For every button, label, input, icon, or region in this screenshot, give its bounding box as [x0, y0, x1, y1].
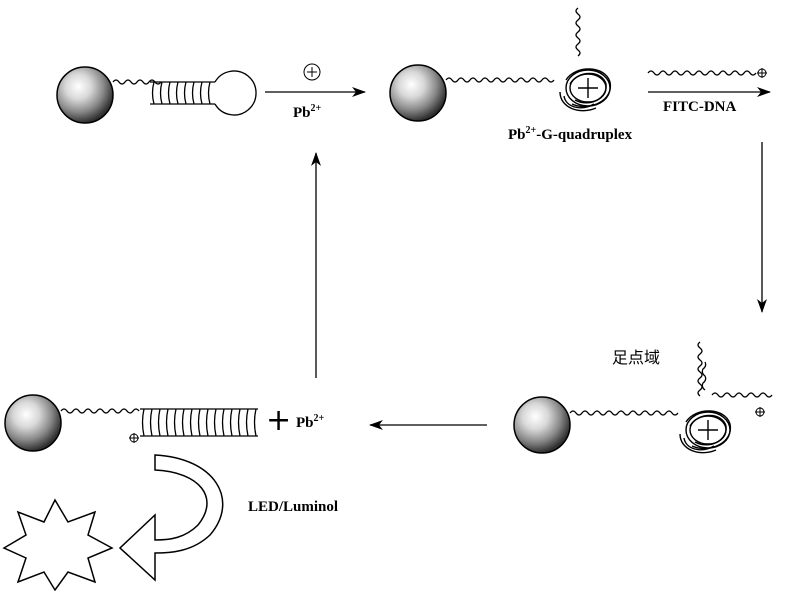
gold-bead-4: [5, 395, 61, 451]
duplex-rungs: [143, 409, 257, 436]
plus-sign: +: [266, 406, 291, 436]
toehold-tail: [698, 342, 702, 396]
linker-wavy-4: [61, 409, 139, 413]
bead-quadruplex: [390, 8, 610, 121]
fitc-label-mark: [757, 68, 767, 78]
fitc-dna-strand: [648, 71, 756, 75]
led-luminol-label: LED/Luminol: [248, 500, 338, 515]
toehold-label: 足点域: [612, 350, 660, 366]
quadruplex-tail: [576, 8, 580, 56]
hairpin-stem: [153, 82, 211, 104]
quadruplex-label: Pb2+-G-quadruplex: [508, 126, 632, 143]
pb-label-bottom: Pb2+: [296, 414, 324, 431]
fitc-mark-2: [755, 407, 765, 417]
pb-label-top: Pb2+: [293, 104, 321, 121]
hairpin-loop: [215, 71, 256, 115]
fitc-mark-3: [129, 433, 139, 443]
bead-hairpin: [57, 67, 256, 123]
fitc-strand-bound: [712, 393, 772, 397]
gold-bead-3: [514, 397, 570, 453]
bead-duplex: [5, 395, 258, 451]
linker-wavy-2: [446, 78, 554, 82]
gold-bead-2: [390, 65, 446, 121]
light-burst: [4, 500, 112, 590]
fitc-dna-label: FITC-DNA: [663, 100, 736, 115]
curved-hollow-arrow: [120, 455, 223, 580]
gold-bead-1: [57, 67, 113, 123]
quadruplex-knot-2: [680, 411, 730, 453]
linker-wavy-3: [570, 411, 678, 415]
quadruplex-knot: [560, 69, 610, 111]
